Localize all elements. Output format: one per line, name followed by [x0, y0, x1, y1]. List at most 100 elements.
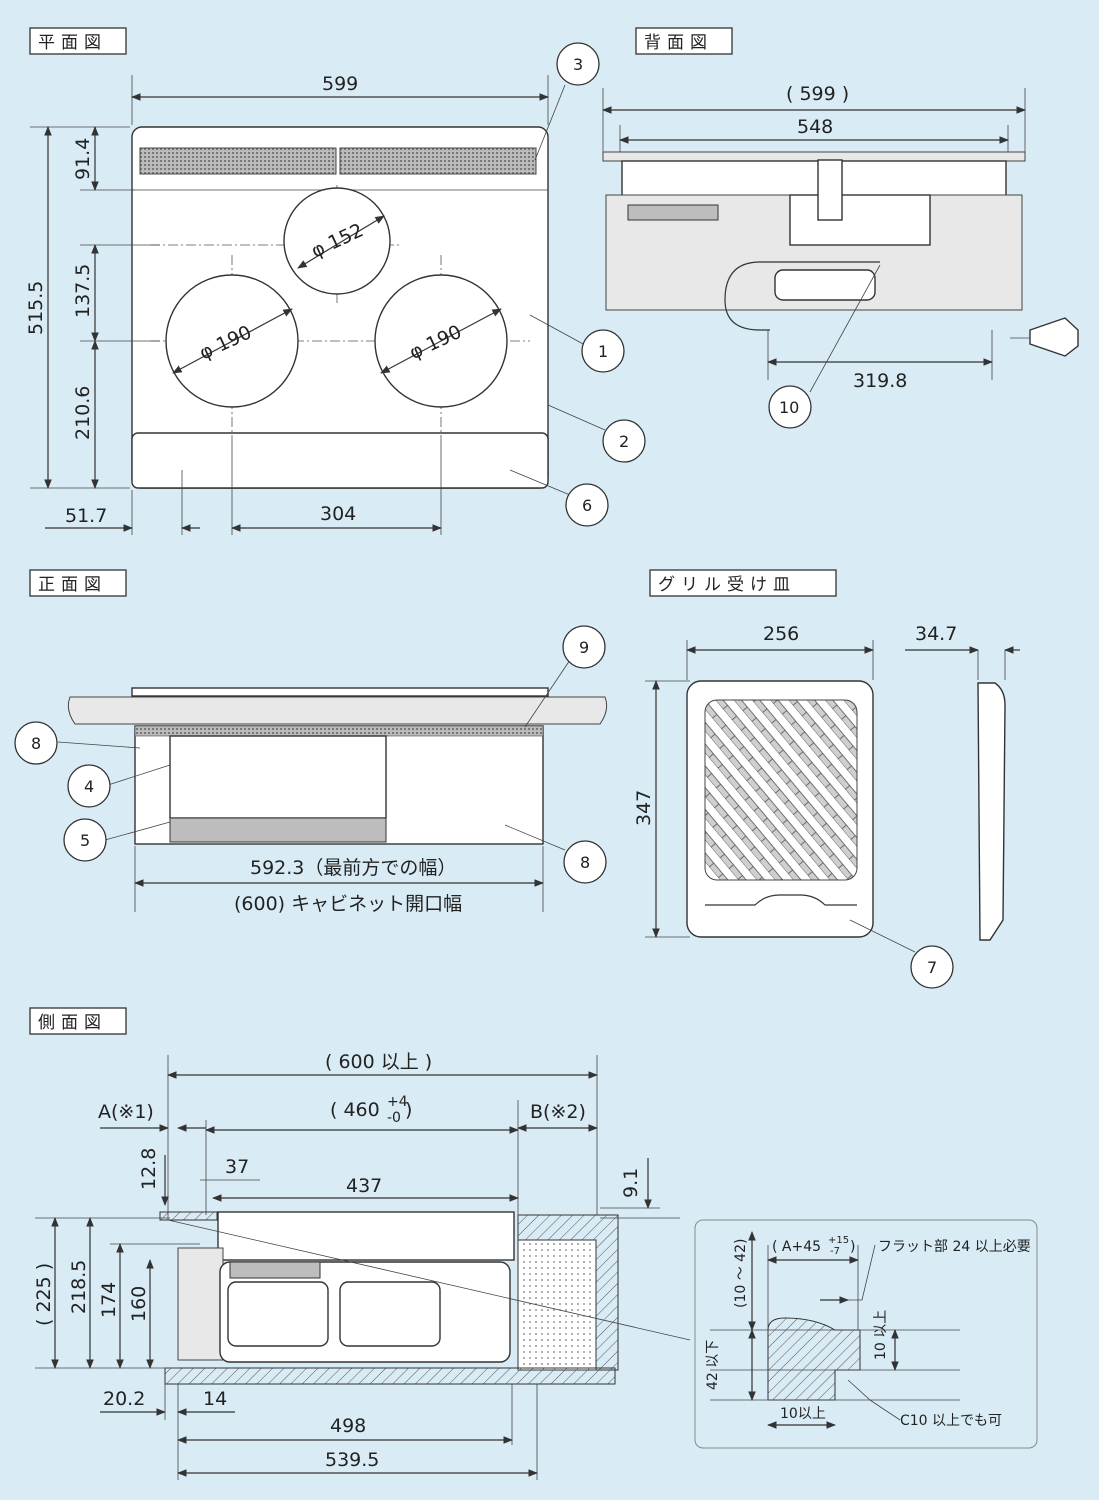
front-view-tag — [29, 569, 127, 597]
front-view: 正面図 592.3（最前方での幅） (600) キャビネット開口幅 — [29, 569, 608, 915]
detail-c10: C10 以上でも可 — [900, 1413, 1002, 1429]
plan-depth-top: 91.4 — [72, 138, 94, 180]
side-top-unit — [217, 1211, 515, 1261]
svg-text:9: 9 — [579, 638, 589, 657]
cabinet-floor — [164, 1367, 616, 1385]
callout-7: 7 — [910, 945, 954, 989]
side-height-225: ( 225 ) — [33, 1263, 55, 1326]
side-dim-9-1: 9.1 — [620, 1168, 642, 1198]
grill-tray-view: グリル受け皿 256 347 34.7 — [633, 569, 1020, 953]
detail-v10: 10 以上 — [873, 1310, 889, 1360]
front-view-title: 正面図 — [38, 575, 107, 595]
side-b-label: B(※2) — [530, 1101, 586, 1123]
callout-2: 2 — [602, 419, 646, 463]
detail-v10-42: (10 ～ 42) — [733, 1239, 749, 1308]
plan-view-title: 平面図 — [38, 33, 107, 53]
back-cord-dim: 319.8 — [853, 370, 907, 392]
side-cutout-tol-minus: -0 — [387, 1110, 401, 1126]
side-overall: ( 600 以上 ) — [325, 1051, 432, 1073]
callout-9: 9 — [562, 625, 606, 669]
callout-5: 5 — [63, 818, 107, 862]
callout-10: 10 — [768, 385, 812, 429]
back-view: 背面図 ( 599 ) 548 319.8 — [602, 27, 1079, 393]
svg-text:3: 3 — [573, 55, 583, 74]
detail-a45-plus: +15 — [828, 1235, 849, 1246]
svg-text:6: 6 — [582, 496, 592, 515]
grill-tray-handle — [705, 894, 857, 906]
detail-a45: ( A+45 — [772, 1239, 821, 1255]
side-dim-37: 37 — [225, 1156, 249, 1178]
side-view-tag — [29, 1007, 127, 1035]
detail-counter-section — [767, 1317, 861, 1401]
back-cord — [724, 261, 880, 331]
callout-4: 4 — [67, 764, 111, 808]
grill-view-tag — [649, 569, 837, 597]
callout-6: 6 — [565, 483, 609, 527]
side-dim-498: 498 — [330, 1415, 366, 1437]
exhaust-vent-left — [139, 147, 337, 175]
plan-depth-mid: 137.5 — [72, 264, 94, 318]
grill-tray-grate — [704, 699, 858, 881]
side-height-174: 174 — [98, 1282, 120, 1318]
back-top-plate — [602, 151, 1026, 162]
back-connector — [817, 159, 843, 221]
callout-3: 3 — [556, 42, 600, 86]
callout-8a: 8 — [14, 721, 58, 765]
detail-a45-close: ) — [850, 1239, 855, 1255]
front-cabinet-opening: (600) キャビネット開口幅 — [234, 893, 462, 915]
side-height-218-5: 218.5 — [68, 1260, 90, 1314]
side-dim-437: 437 — [346, 1175, 382, 1197]
back-width: 548 — [797, 116, 833, 138]
side-dim-14: 14 — [203, 1388, 227, 1410]
svg-text:1: 1 — [598, 342, 608, 361]
side-view-title: 側面図 — [38, 1013, 107, 1033]
side-cutout: ( 460 — [330, 1099, 380, 1121]
svg-text:2: 2 — [619, 432, 629, 451]
grill-thickness: 34.7 — [915, 623, 957, 645]
svg-text:8: 8 — [580, 853, 590, 872]
callout-8b: 8 — [563, 840, 607, 884]
countertop — [67, 696, 608, 725]
detail-h10: 10以上 — [780, 1406, 826, 1422]
edge-detail: ( A+45 +15 -7 ) フラット部 24 以上必要 (10 ～ 42) … — [694, 1219, 1038, 1449]
side-dim-539-5: 539.5 — [325, 1449, 379, 1471]
back-overall-width: ( 599 ) — [786, 83, 849, 105]
control-panel — [131, 432, 549, 489]
front-top-plate — [131, 687, 549, 697]
svg-text:4: 4 — [84, 777, 94, 796]
counter-front-edge — [159, 1211, 218, 1221]
svg-text:5: 5 — [80, 831, 90, 850]
side-height-160: 160 — [128, 1286, 150, 1322]
side-dim-20-2: 20.2 — [103, 1388, 145, 1410]
side-cutout-tol-plus: +4 — [387, 1094, 408, 1110]
back-fan — [627, 204, 719, 221]
grill-door — [169, 735, 387, 819]
power-plug — [1029, 317, 1079, 357]
back-view-title: 背面図 — [644, 33, 713, 53]
side-fan — [229, 1261, 321, 1279]
plan-depth-bottom: 210.6 — [72, 386, 94, 440]
plan-depth: 515.5 — [25, 281, 47, 335]
back-gas-inlet — [789, 194, 931, 246]
grill-tray-side — [977, 682, 1006, 941]
plan-view: 平面図 φ 152 φ 190 φ 190 599 515.5 — [25, 27, 606, 535]
svg-text:7: 7 — [927, 958, 937, 977]
plan-left-offset: 51.7 — [65, 505, 107, 527]
detail-flat: フラット部 24 以上必要 — [878, 1239, 1031, 1255]
grill-handle — [169, 817, 387, 843]
grill-depth: 347 — [633, 790, 655, 826]
grill-view-title: グリル受け皿 — [658, 575, 796, 595]
plan-view-tag — [29, 27, 127, 55]
side-front-panel — [177, 1247, 224, 1361]
plan-burner-pitch: 304 — [320, 503, 356, 525]
detail-a45-minus: -7 — [830, 1246, 840, 1257]
grill-width: 256 — [763, 623, 799, 645]
detail-v42: 42 以下 — [705, 1340, 721, 1390]
side-cutout-close: ) — [405, 1099, 412, 1121]
callout-1: 1 — [581, 329, 625, 373]
side-a-label: A(※1) — [98, 1101, 154, 1123]
svg-text:8: 8 — [31, 734, 41, 753]
front-width: 592.3（最前方での幅） — [250, 857, 456, 879]
plan-width: 599 — [322, 73, 358, 95]
